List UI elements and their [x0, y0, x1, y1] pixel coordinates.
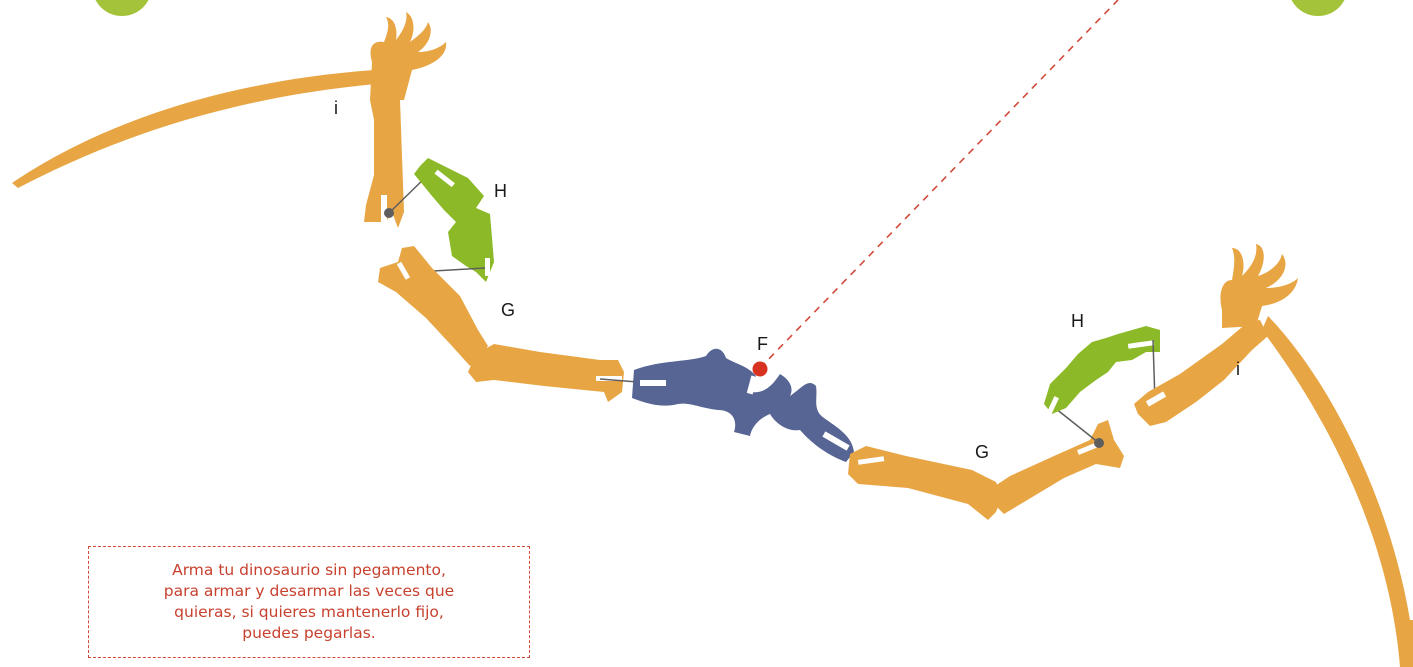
label-f: F [757, 334, 768, 354]
wing-right [848, 244, 1413, 667]
slot-f-left [640, 380, 666, 386]
connector-line [1054, 407, 1100, 444]
piece-i-right [1134, 244, 1298, 426]
slot-g-left-top [396, 261, 411, 280]
wing-left [12, 12, 643, 402]
slot-h-left-bottom [485, 258, 490, 276]
finger-curve-right [1262, 316, 1413, 667]
finger-curve-left [12, 70, 376, 188]
label-h-left: H [494, 181, 507, 201]
connector-line [599, 378, 639, 383]
corner-badge-left [95, 0, 149, 16]
slot-h-left-top [434, 169, 455, 188]
label-i-left: i [334, 98, 338, 118]
slot-h-right-left [1045, 396, 1059, 417]
guide-line [759, 0, 1119, 369]
piece-h-left [414, 158, 494, 282]
slot-i-left [381, 195, 387, 223]
piece-g-right [848, 420, 1124, 520]
instructions-text: Arma tu dinosaurio sin pegamento, para a… [163, 561, 455, 642]
slot-g-right-right [1077, 442, 1100, 455]
piece-f [632, 348, 854, 462]
slot-i-right [1145, 391, 1167, 407]
piece-h-right [1044, 326, 1160, 417]
piece-i-left [364, 12, 447, 228]
slot-h-right-right [1127, 340, 1155, 349]
instructions-note: Arma tu dinosaurio sin pegamento, para a… [88, 546, 530, 658]
slot-g-right-left [857, 456, 885, 465]
marker-f [752, 361, 768, 377]
piece-g-left [378, 246, 624, 402]
slot-f-top [746, 375, 758, 395]
corner-badge-right [1291, 0, 1345, 16]
slot-g-left-bottom [596, 376, 622, 381]
label-h-right: H [1071, 311, 1084, 331]
label-g-left: G [501, 300, 515, 320]
slot-f-right [822, 431, 850, 451]
label-g-right: G [975, 442, 989, 462]
label-i-right: i [1236, 359, 1240, 379]
